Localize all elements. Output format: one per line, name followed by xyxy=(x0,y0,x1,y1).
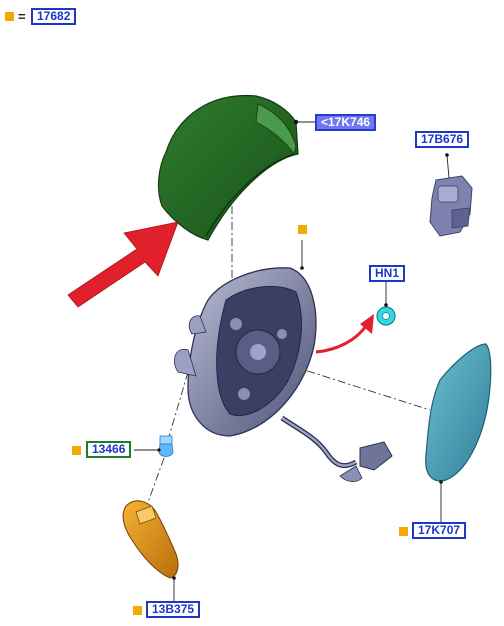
mirror-glass-part[interactable] xyxy=(425,343,492,522)
mirror-glass-label[interactable]: 17K707 xyxy=(412,522,467,539)
mirror-housing-assembly[interactable] xyxy=(174,240,393,482)
legend-marker xyxy=(5,12,14,21)
mirror-motor-part[interactable] xyxy=(429,153,473,237)
clip-direction-arrow xyxy=(315,314,374,354)
clip-part[interactable] xyxy=(376,282,396,326)
side-repeater-label[interactable]: 13B375 xyxy=(146,601,201,618)
bulb-part[interactable] xyxy=(134,435,174,457)
bulb-label[interactable]: 13466 xyxy=(86,441,132,458)
legend-equals: = xyxy=(18,9,26,24)
bulb-marker xyxy=(72,446,81,455)
side-repeater-marker xyxy=(133,606,142,615)
mirror-cover-label[interactable]: <17K746 xyxy=(315,114,377,131)
legend-code-label[interactable]: 17682 xyxy=(31,8,77,25)
mirror-cover-part[interactable] xyxy=(157,94,299,241)
mirror-glass-marker xyxy=(399,527,408,536)
housing-marker xyxy=(298,225,307,234)
side-repeater-part[interactable] xyxy=(122,500,179,604)
mirror-motor-label[interactable]: 17B676 xyxy=(415,131,470,148)
direction-arrow xyxy=(67,221,179,308)
clip-label[interactable]: HN1 xyxy=(369,265,406,282)
